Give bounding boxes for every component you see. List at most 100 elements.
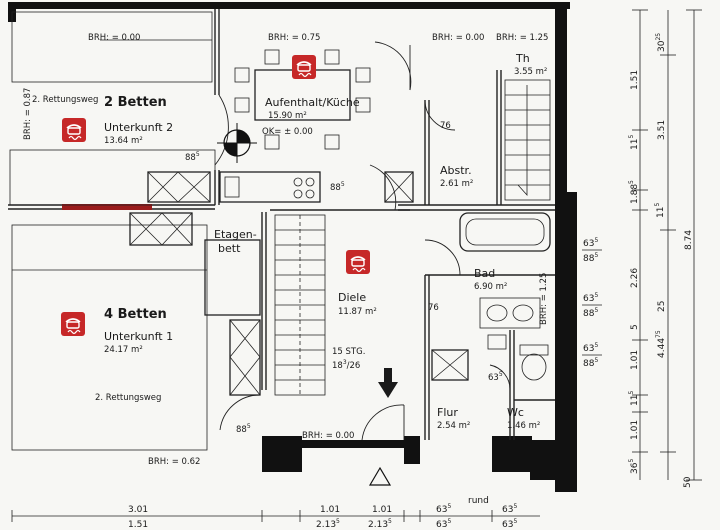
plan-label: 5 [336, 518, 340, 525]
plan-label: 88 [583, 359, 595, 369]
rettungsweg-label-1: 2. Rettungsweg [95, 393, 161, 403]
door-dim-kitchen: 885 [185, 151, 200, 163]
plan-label: 5 [594, 357, 598, 364]
bathtub [459, 212, 551, 252]
bottom-dimension-labels: 3.01 1.51 1.01 2.135 1.01 2.135 635 635 … [128, 496, 517, 530]
plan-label: 8.74 [684, 230, 694, 250]
stairs-ratio-label: 183/26 [332, 359, 360, 371]
plan-label: 11 [630, 139, 640, 150]
plan-label: 75 [655, 330, 662, 338]
door-dim-abstr: 76 [440, 121, 451, 131]
svg-text:50: 50 [683, 476, 693, 488]
plan-label: 63 [488, 373, 499, 383]
svg-text:635: 635 [583, 237, 598, 249]
brh-top-right-b: BRH: = 1.25 [496, 33, 548, 43]
svg-text:1.01: 1.01 [630, 350, 640, 370]
plan-label: 63 [502, 520, 513, 530]
wardrobes [129, 171, 469, 396]
dimension-chain-outer [632, 9, 702, 481]
door-dim-diele: 885 [330, 181, 345, 193]
interior-walls [8, 9, 555, 440]
kitchen-counter [219, 171, 321, 203]
room-name-unterkunft-2: Unterkunft 2 [104, 121, 173, 134]
svg-text:1.01: 1.01 [630, 420, 640, 440]
brh-bad-vertical: BRH: = 1.25 [539, 273, 549, 325]
stairs-count-label: 15 STG. [332, 347, 365, 357]
plan-label: 1.01 [320, 505, 340, 515]
door-swings [214, 41, 511, 441]
plan-label: 5 [594, 307, 598, 314]
brh-top-mid: BRH: = 0.75 [268, 33, 320, 43]
room-name-bad: Bad [474, 267, 495, 280]
plan-label: 5 [196, 151, 200, 158]
rettungsweg-label-2: 2. Rettungsweg [32, 95, 98, 105]
plan-label: 2.26 [630, 268, 640, 288]
svg-text:885: 885 [583, 357, 598, 369]
plan-label: 25 [655, 33, 662, 41]
plan-label: 2.13 [316, 520, 336, 530]
svg-text:635: 635 [583, 342, 598, 354]
plan-label: 5 [447, 503, 451, 510]
svg-text:3.51: 3.51 [657, 120, 667, 140]
svg-text:5: 5 [630, 324, 640, 330]
plan-label: 5 [513, 503, 517, 510]
svg-text:115: 115 [628, 391, 640, 406]
room-area-bad: 6.90 m² [474, 282, 507, 292]
plan-label: 63 [583, 239, 594, 249]
svg-text:2.26: 2.26 [630, 268, 640, 288]
plan-label: 63 [583, 294, 594, 304]
svg-text:115: 115 [654, 203, 666, 218]
plan-label: 5 [628, 135, 635, 139]
plan-label: 5 [628, 391, 635, 395]
room-area-th: 3.55 m² [514, 67, 547, 77]
plan-label: 5 [628, 180, 635, 184]
room-capacity-unterkunft-2: 2 Betten [104, 95, 167, 110]
plan-label: 5 [499, 371, 503, 378]
plan-label: 63 [436, 520, 447, 530]
plan-label: 1.01 [372, 505, 392, 515]
brh-bottom-left: BRH: = 0.62 [148, 457, 200, 467]
room-name-unterkunft-1: Unterkunft 1 [104, 330, 173, 343]
bunk-bed [204, 239, 261, 316]
plan-label: 2.13 [368, 520, 388, 530]
entry-step-mark [368, 466, 392, 486]
room-name-kitchen: Aufenthalt/Küche [265, 96, 360, 109]
dimension-chain-labels: 1.51 115 1.885 115 2.26 5 1.01 115 1.01 … [628, 33, 694, 488]
plan-label: 1.51 [128, 520, 148, 530]
door-dim-wc: 635 [488, 371, 503, 383]
room-name-wc: Wc [507, 406, 524, 419]
plan-label: 5 [341, 181, 345, 188]
svg-text:3025: 3025 [655, 33, 667, 52]
svg-text:4.4475: 4.4475 [655, 330, 667, 358]
room-name-abstr: Abstr. [440, 164, 472, 177]
plan-label: 4.44 [657, 338, 667, 358]
svg-text:885: 885 [583, 252, 598, 264]
svg-text:115: 115 [628, 135, 640, 150]
svg-text:885: 885 [583, 307, 598, 319]
etagenbett-label-1: Etagen- [214, 228, 257, 241]
exterior-walls [8, 2, 577, 492]
plan-label: 5 [513, 518, 517, 525]
plan-label: 30 [657, 40, 667, 52]
room-area-wc: 1.46 m² [507, 421, 540, 431]
plan-label: 88 [583, 254, 595, 264]
plan-label: 5 [594, 342, 598, 349]
plan-label: 88 [236, 425, 247, 435]
plan-label: 1.88 [630, 184, 640, 204]
room-area-flur: 2.54 m² [437, 421, 470, 431]
plan-label: 36 [630, 462, 640, 474]
plan-label: 18 [332, 361, 343, 371]
brh-top-left: BRH: = 0.00 [88, 33, 140, 43]
room-area-unterkunft-2: 13.64 m² [104, 136, 143, 146]
smoke-alarm-unterkunft-2 [61, 117, 87, 143]
svg-text:635: 635 [502, 503, 517, 515]
toilet [519, 344, 549, 381]
plan-label: 63 [583, 344, 594, 354]
entrance-arrow [378, 368, 398, 398]
plan-label: /26 [347, 361, 361, 371]
beds [9, 11, 216, 451]
door-dim-bad: 76 [428, 303, 439, 313]
plan-label: 3.01 [128, 505, 148, 515]
svg-text:25: 25 [657, 301, 667, 312]
